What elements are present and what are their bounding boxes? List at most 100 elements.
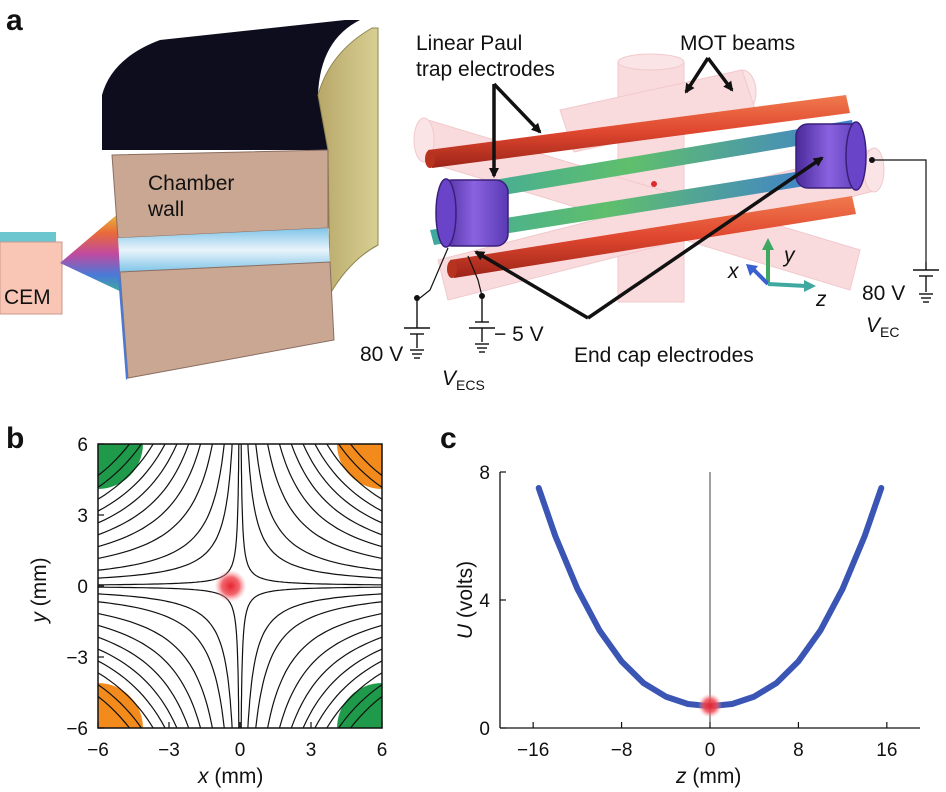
paul-rod-back-top [425, 95, 850, 168]
chamber-edge-highlight [118, 272, 128, 380]
contour-line-5-0 [290, 444, 382, 536]
panel-c-ytick-label: 4 [479, 591, 490, 612]
contour-line-3-3 [98, 444, 214, 560]
contour-line-5-2 [290, 636, 382, 728]
panel-label-c: c [440, 422, 457, 455]
contour-line-6-1 [98, 648, 178, 728]
panel-c-xtick-label: −8 [611, 740, 633, 761]
panel-c-xlabel-var: z [675, 765, 687, 788]
panel-label-b: b [6, 422, 24, 455]
v-ecs-v: V [442, 367, 458, 390]
contour-line-8-2 [326, 672, 382, 728]
contour-line-4-0 [278, 444, 382, 548]
paul-rod-green-bottom [430, 168, 824, 245]
panel-c-xtick-label: 16 [876, 740, 897, 761]
paul-rod-front-bottom [447, 196, 856, 278]
chamber-wall-label-line2: wall [147, 198, 184, 221]
contour-line-2-1 [98, 601, 225, 728]
panel-b-ytick-label: −3 [66, 648, 88, 669]
paul-electrodes-label-line1: Linear Paul [416, 32, 522, 55]
panel-b-xtick-label: −3 [158, 740, 180, 761]
panel-label-a: a [6, 4, 23, 37]
contour-line-2-2 [255, 601, 382, 728]
panel-c-xlabel-unit: (mm) [687, 765, 742, 788]
contour-line-5-1 [98, 636, 190, 728]
cem-label: CEM [4, 286, 51, 309]
chamber-top-face [102, 20, 360, 150]
arrow-mot-1 [684, 57, 710, 94]
cem-box [0, 241, 63, 315]
panel-b-xtick-label: 6 [377, 740, 388, 761]
battery-left [404, 298, 430, 359]
panel-c-ylabel: U (volts) [454, 561, 477, 639]
chamber-illustration: CEM Chamber wall [0, 20, 379, 380]
contour-line-3-1 [98, 612, 214, 728]
panel-c-ytick-label: 8 [479, 463, 490, 484]
panel-b-ylabel-var: y [28, 611, 51, 625]
corner-electrode-1 [337, 444, 382, 489]
trap-illustration: y x z Linear Paul trap electrodes MOT be… [360, 32, 939, 393]
contour-line-1-1 [98, 593, 233, 728]
contour-line-0-0 [240, 444, 382, 586]
chamber-wall-label-line1: Chamber [148, 172, 234, 195]
v-ecs-subscript: ECS [456, 377, 485, 393]
contour-line-8-0 [326, 444, 382, 500]
trapped-ion-dot [651, 181, 657, 187]
contour-line-10-0 [349, 444, 382, 477]
panel-b-ytick-label: 0 [77, 577, 88, 598]
contour-line-7-2 [314, 660, 382, 728]
v-ecs-symbol: VECS [442, 367, 485, 393]
v-ec-symbol: VEC [866, 314, 899, 340]
cem-cone [60, 212, 130, 296]
contour-line-6-2 [302, 648, 382, 728]
ion-cloud-b [214, 570, 247, 602]
contour-line-6-0 [302, 444, 382, 524]
arrow-mot-2 [706, 56, 734, 92]
corner-electrode-0 [98, 444, 143, 489]
panel-b-ytick-label: 6 [77, 435, 88, 456]
contour-line-0-2 [240, 586, 382, 728]
contour-line-10-2 [349, 695, 382, 728]
contour-line-3-2 [266, 612, 382, 728]
arrow-endcap-left [474, 250, 589, 320]
panel-b-ylabel: y (mm) [28, 557, 51, 624]
contour-line-2-3 [98, 444, 225, 571]
battery-right [913, 262, 939, 303]
voltage-left-label: 80 V [360, 343, 403, 366]
mot-beams-label: MOT beams [680, 32, 795, 55]
panel-c-ytick-label: 0 [479, 719, 490, 740]
contour-line-9-0 [337, 444, 382, 489]
panel-c-xlabel: z (mm) [675, 765, 741, 788]
panel-b-xtick-label: 3 [306, 740, 317, 761]
wire-left-2 [467, 255, 483, 297]
panel-c-xtick-label: 0 [705, 740, 716, 761]
corner-electrode-3 [337, 683, 382, 728]
contour-line-4-2 [278, 624, 382, 728]
contour-line-4-1 [98, 624, 202, 728]
chamber-side-face [317, 27, 379, 296]
contour-line-7-1 [98, 660, 166, 728]
end-cap-left [435, 178, 509, 248]
panel-c-xtick-label: −16 [517, 740, 549, 761]
axis-triad [746, 238, 816, 292]
contour-line-9-3 [98, 444, 143, 489]
contour-line-2-0 [255, 444, 382, 571]
contour-line-5-3 [98, 444, 190, 536]
axis-y-label: y [782, 244, 796, 267]
arrow-paul-1 [492, 82, 542, 134]
panel-b-xlabel-unit: (mm) [209, 765, 264, 788]
v-ec-subscript: EC [880, 324, 899, 340]
contour-line-7-0 [314, 444, 382, 512]
panel-b-xtick-label: 0 [235, 740, 246, 761]
panel-b-ylabel-unit: (mm) [28, 557, 51, 612]
contour-line-1-0 [247, 444, 382, 579]
end-cap-label: End cap electrodes [574, 344, 754, 367]
contour-line-10-3 [98, 444, 131, 477]
end-cap-right [795, 121, 867, 191]
voltage-right-label: 80 V [862, 282, 905, 305]
contour-line-9-2 [337, 683, 382, 728]
contour-line-1-3 [98, 444, 233, 579]
